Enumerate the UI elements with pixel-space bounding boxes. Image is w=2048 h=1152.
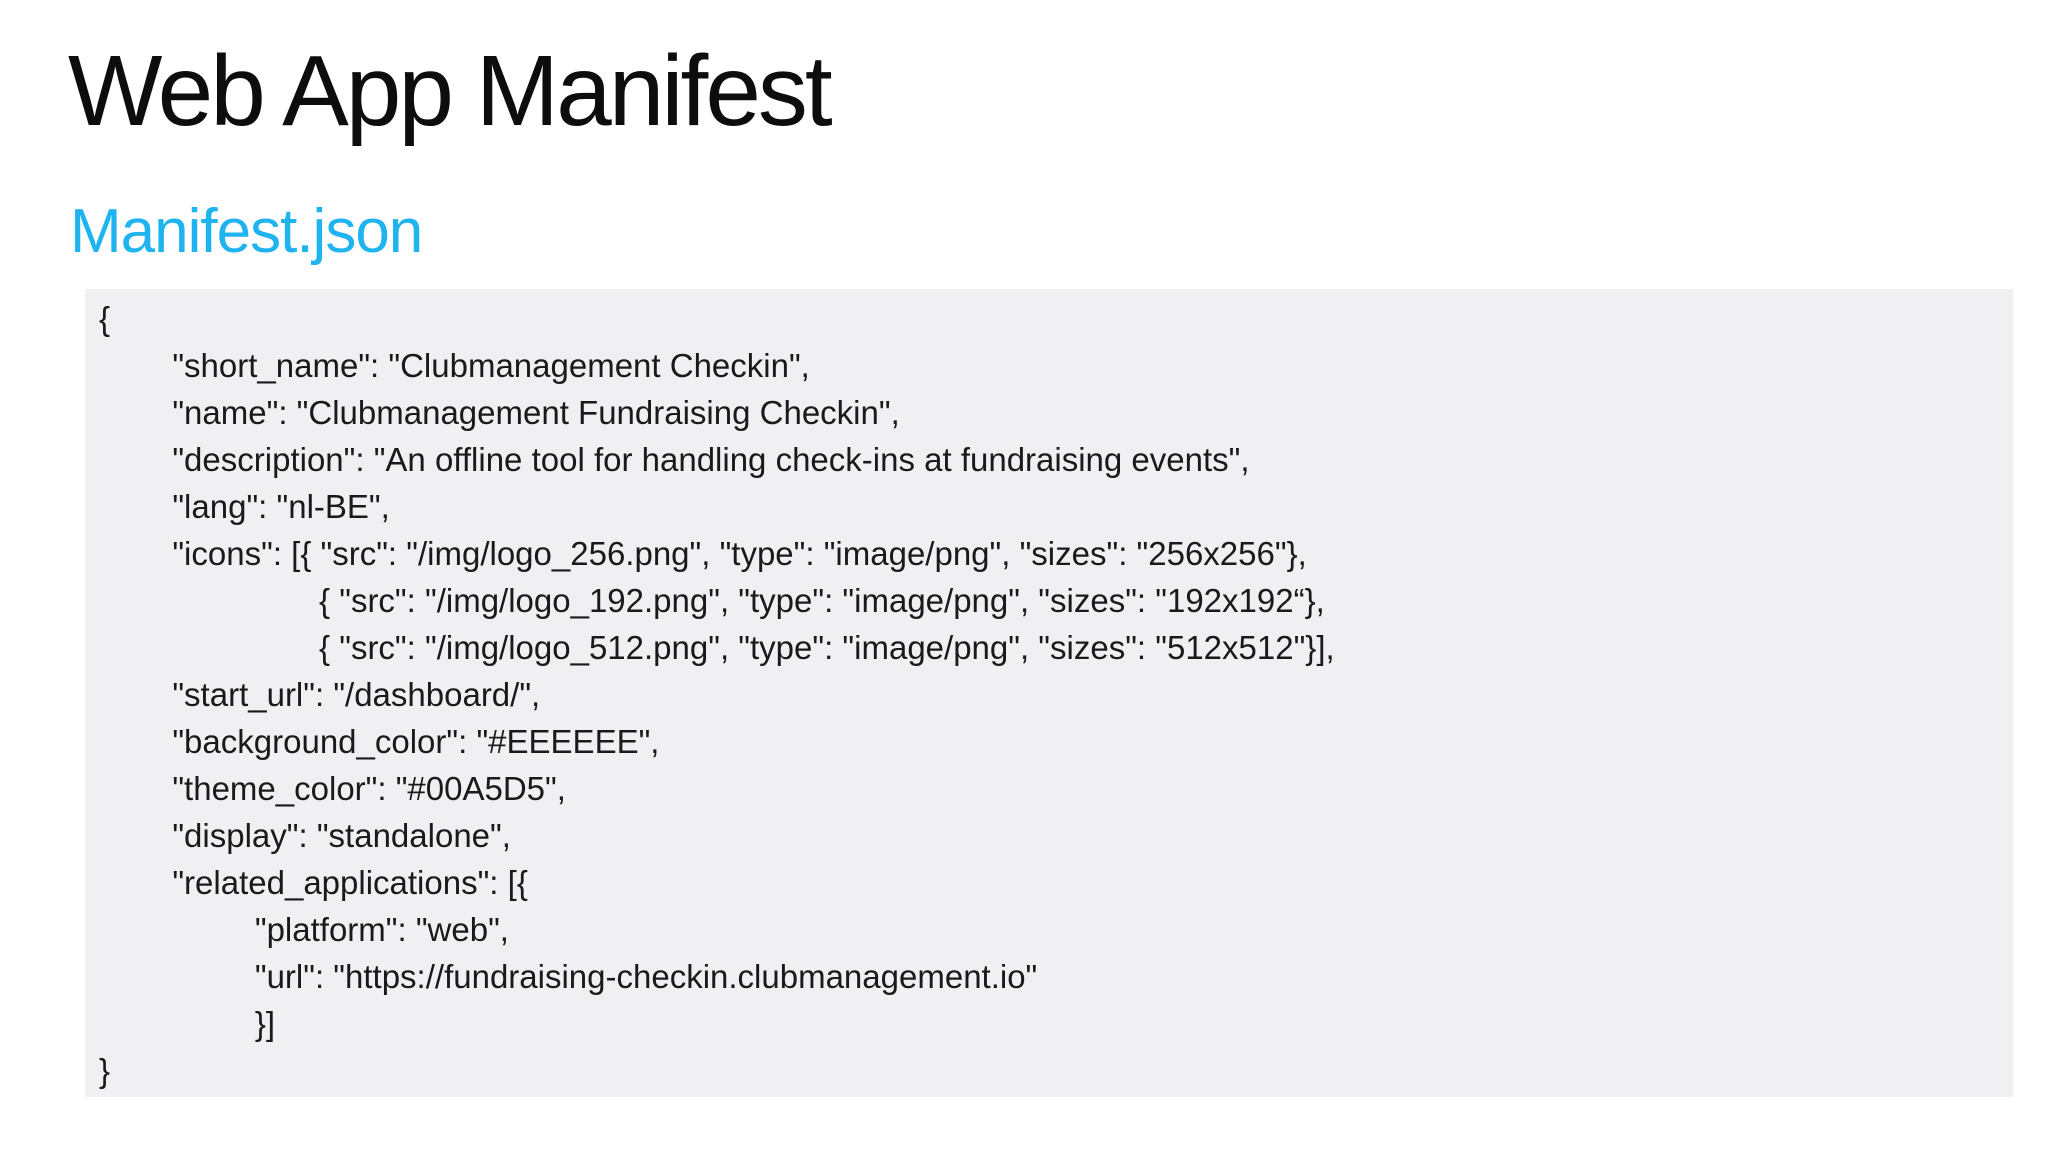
code-line: "display": "standalone", <box>99 817 511 854</box>
code-line: "icons": [{ "src": "/img/logo_256.png", … <box>99 535 1307 572</box>
code-line: "platform": "web", <box>99 911 509 948</box>
code-line: "name": "Clubmanagement Fundraising Chec… <box>99 394 900 431</box>
code-line: "background_color": "#EEEEEE", <box>99 723 660 760</box>
code-line: { "src": "/img/logo_192.png", "type": "i… <box>99 582 1325 619</box>
code-line: } <box>99 1052 111 1089</box>
code-line: }] <box>99 1005 276 1042</box>
code-line: "related_applications": [{ <box>99 864 528 901</box>
manifest-code-block: { "short_name": "Clubmanagement Checkin"… <box>85 289 2013 1097</box>
page-subtitle: Manifest.json <box>70 197 423 266</box>
code-line: "theme_color": "#00A5D5", <box>99 770 566 807</box>
code-line: { <box>99 300 111 337</box>
page-title: Web App Manifest <box>68 35 833 147</box>
code-line: "lang": "nl-BE", <box>99 488 390 525</box>
code-line: "url": "https://fundraising-checkin.club… <box>99 958 1038 995</box>
code-line: "description": "An offline tool for hand… <box>99 441 1250 478</box>
code-line: "start_url": "/dashboard/", <box>99 676 541 713</box>
code-line: { "src": "/img/logo_512.png", "type": "i… <box>99 629 1335 666</box>
code-line: "short_name": "Clubmanagement Checkin", <box>99 347 810 384</box>
